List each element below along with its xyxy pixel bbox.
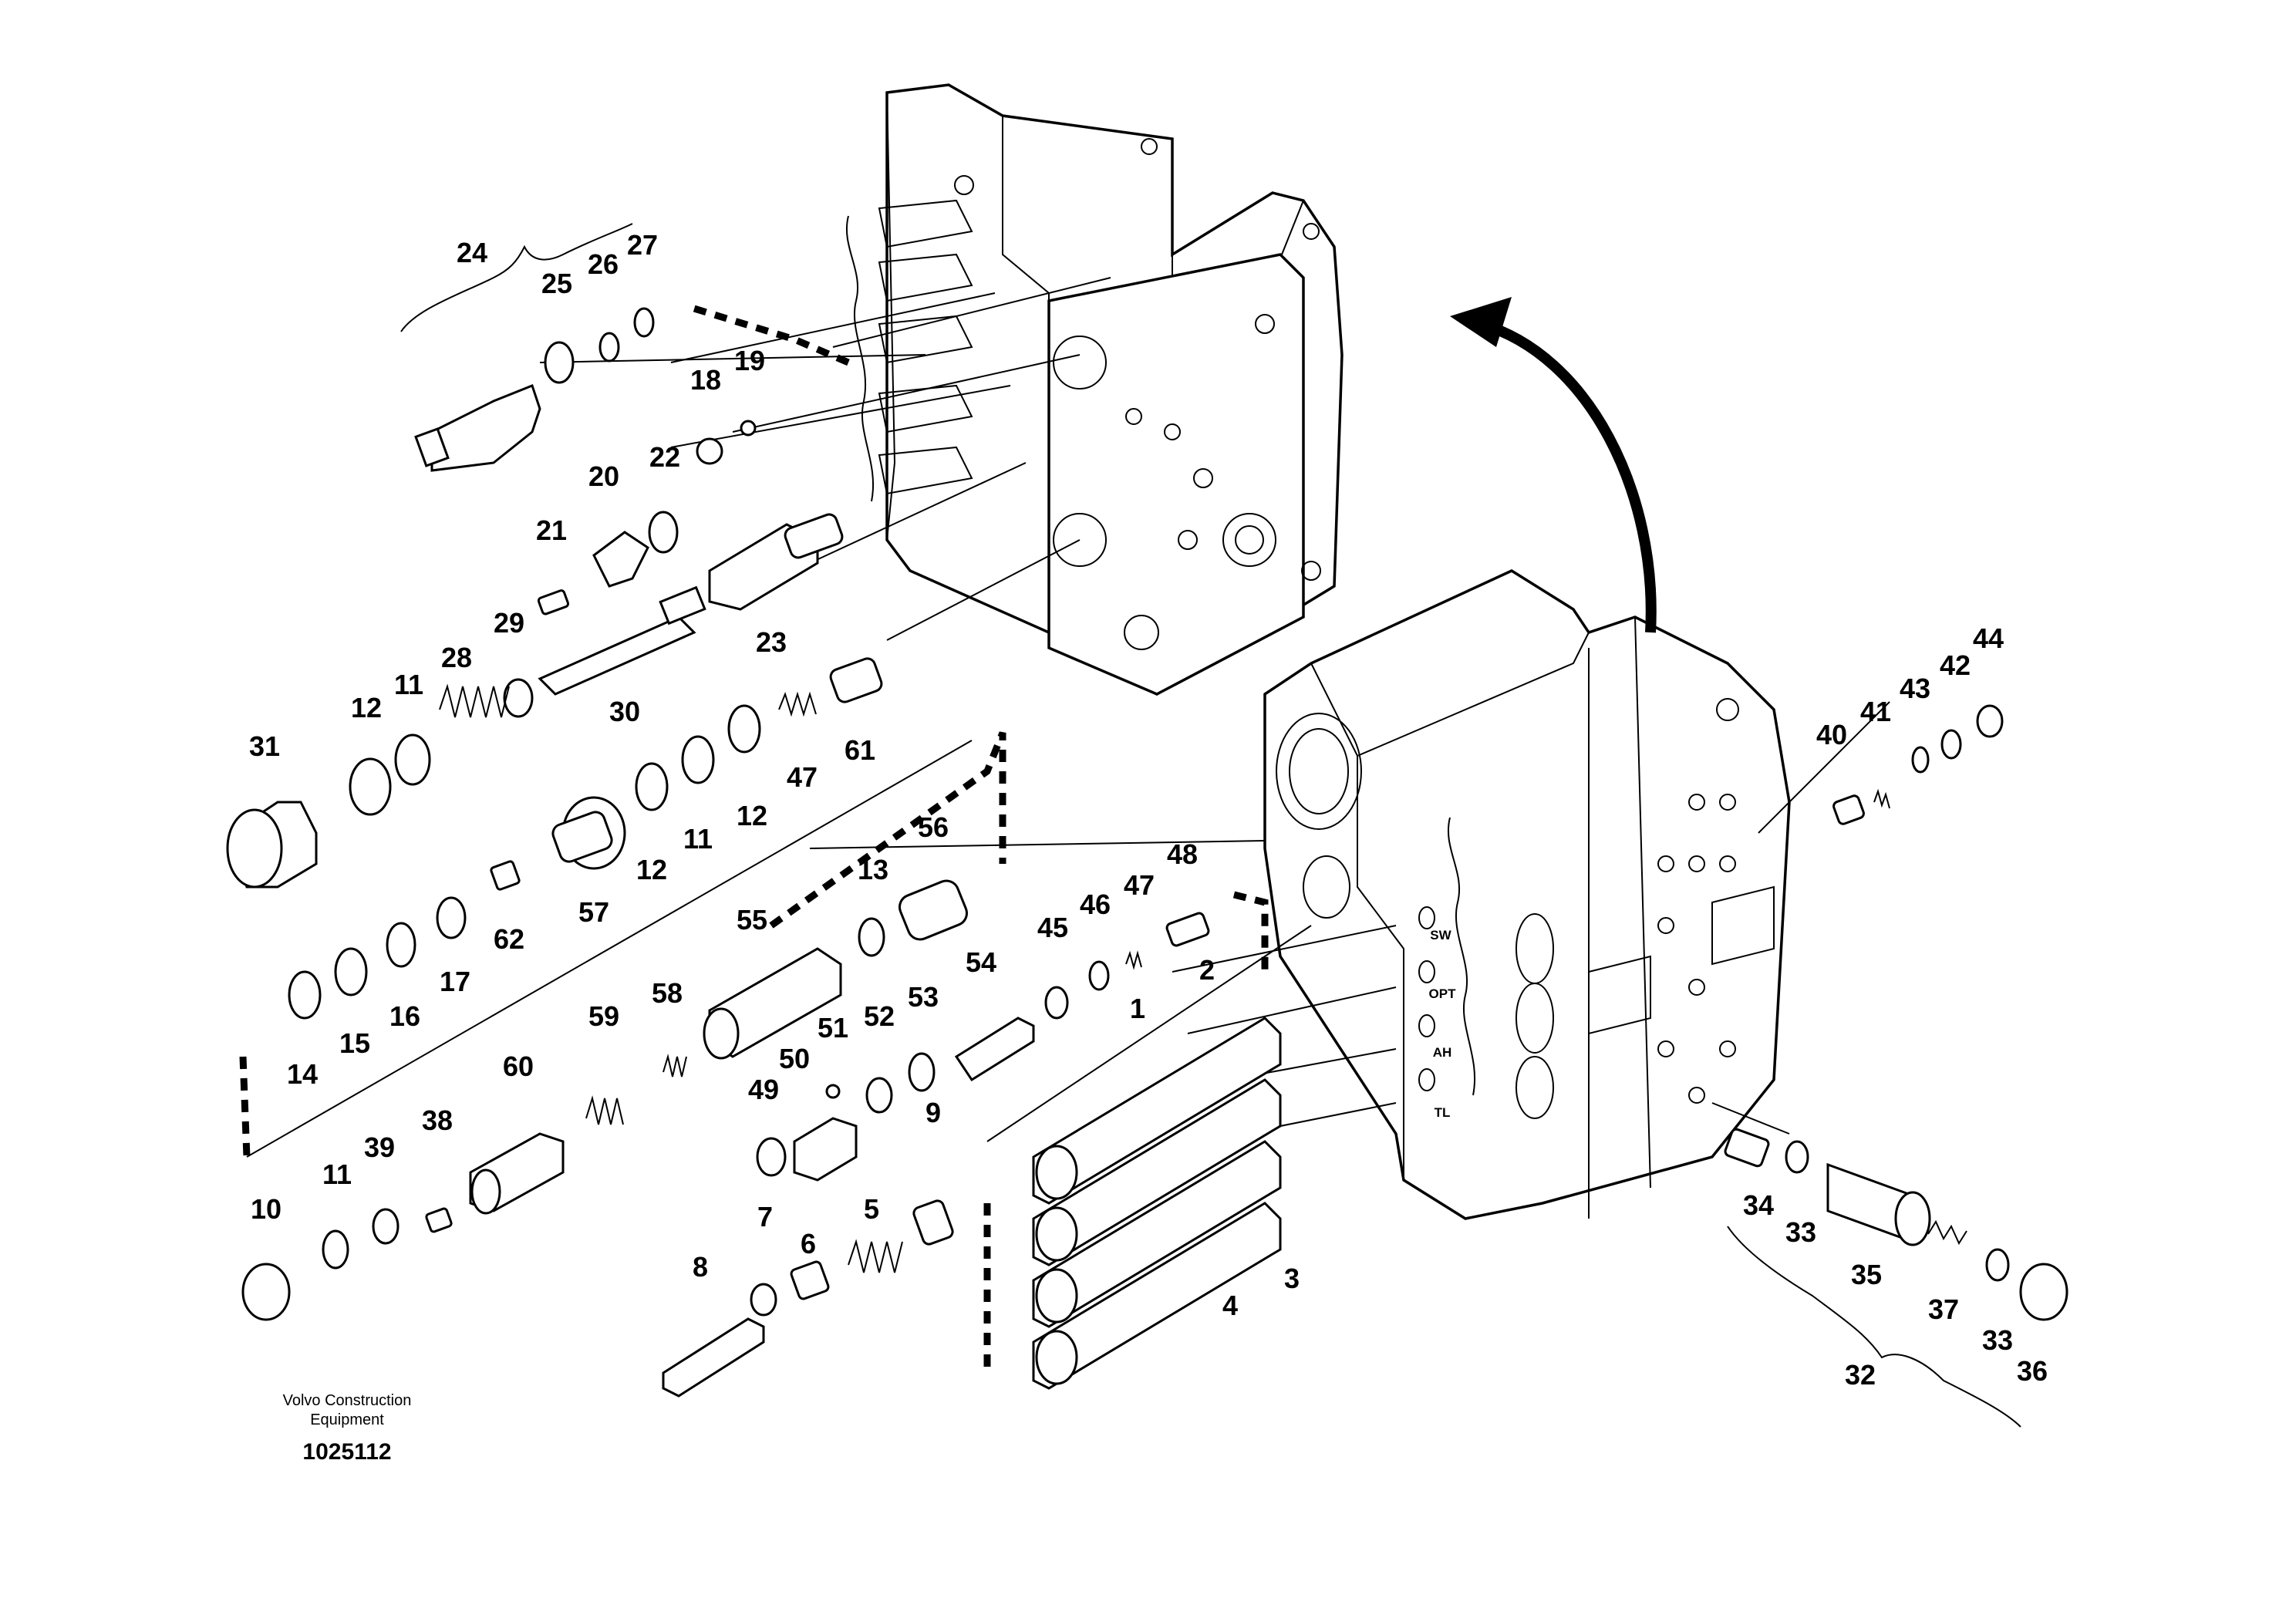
callout-24: 24 bbox=[457, 237, 487, 268]
callout-47: 47 bbox=[1124, 869, 1155, 901]
callout-29: 29 bbox=[494, 607, 524, 639]
parts bbox=[226, 307, 2068, 1398]
callout-14: 14 bbox=[287, 1058, 318, 1090]
callout-40: 40 bbox=[1816, 719, 1847, 750]
callout-27: 27 bbox=[627, 229, 658, 261]
callout-50: 50 bbox=[779, 1043, 810, 1074]
callout-58: 58 bbox=[652, 977, 683, 1009]
caption-line-2: Equipment bbox=[310, 1411, 384, 1428]
callout-56: 56 bbox=[918, 811, 949, 843]
callouts: 1 2 3 4 5 6 7 8 9 10 11 11 11 12 12 12 1… bbox=[249, 229, 2048, 1391]
callout-12: 12 bbox=[351, 692, 382, 723]
group-braces bbox=[400, 223, 2021, 1428]
callout-23: 23 bbox=[756, 626, 787, 658]
callout-5: 5 bbox=[864, 1193, 879, 1225]
assembly-arrow bbox=[1450, 297, 1657, 633]
callout-16: 16 bbox=[389, 1000, 420, 1032]
callout-60: 60 bbox=[503, 1050, 534, 1082]
callout-33: 33 bbox=[1982, 1324, 2013, 1356]
callout-13: 13 bbox=[858, 854, 888, 885]
callout-7: 7 bbox=[757, 1201, 773, 1233]
callout-45: 45 bbox=[1037, 912, 1068, 943]
port-label-tl: TL bbox=[1435, 1105, 1451, 1120]
callout-10: 10 bbox=[251, 1193, 282, 1225]
callout-38: 38 bbox=[422, 1104, 453, 1136]
callout-8: 8 bbox=[693, 1251, 708, 1283]
callout-47: 47 bbox=[787, 761, 818, 793]
upper-valve-block bbox=[845, 83, 1344, 696]
lower-valve-block: SW OPT AH TL bbox=[1263, 569, 1791, 1220]
callout-20: 20 bbox=[588, 460, 619, 492]
port-label-ah: AH bbox=[1433, 1045, 1452, 1060]
callout-4: 4 bbox=[1222, 1290, 1238, 1321]
callout-17: 17 bbox=[440, 966, 470, 997]
callout-39: 39 bbox=[364, 1131, 395, 1163]
port-label-sw: SW bbox=[1430, 928, 1451, 943]
spool-group bbox=[1032, 1017, 1282, 1390]
callout-62: 62 bbox=[494, 923, 524, 955]
callout-32: 32 bbox=[1845, 1359, 1876, 1391]
callout-21: 21 bbox=[536, 514, 567, 546]
callout-15: 15 bbox=[339, 1027, 370, 1059]
dashed-connectors bbox=[239, 305, 1269, 1373]
callout-37: 37 bbox=[1928, 1293, 1959, 1325]
callout-57: 57 bbox=[578, 896, 609, 928]
callout-48: 48 bbox=[1167, 838, 1198, 870]
callout-34: 34 bbox=[1743, 1189, 1774, 1221]
callout-43: 43 bbox=[1900, 673, 1930, 704]
callout-11: 11 bbox=[683, 823, 713, 855]
callout-12: 12 bbox=[737, 800, 767, 831]
callout-11: 11 bbox=[394, 669, 423, 700]
callout-55: 55 bbox=[737, 904, 767, 936]
callout-22: 22 bbox=[649, 441, 680, 473]
callout-36: 36 bbox=[2017, 1355, 2048, 1387]
callout-31: 31 bbox=[249, 730, 280, 762]
callout-11: 11 bbox=[322, 1158, 352, 1190]
caption-line-1: Volvo Construction bbox=[283, 1392, 412, 1409]
callout-54: 54 bbox=[966, 946, 996, 978]
port-label-opt: OPT bbox=[1429, 986, 1457, 1001]
callout-30: 30 bbox=[609, 696, 640, 727]
callout-42: 42 bbox=[1940, 649, 1971, 681]
callout-41: 41 bbox=[1860, 696, 1891, 727]
callout-59: 59 bbox=[588, 1000, 619, 1032]
callout-49: 49 bbox=[748, 1074, 779, 1105]
callout-6: 6 bbox=[801, 1228, 816, 1259]
callout-9: 9 bbox=[925, 1097, 941, 1128]
callout-3: 3 bbox=[1284, 1263, 1300, 1294]
callout-33: 33 bbox=[1785, 1216, 1816, 1248]
callout-52: 52 bbox=[864, 1000, 895, 1032]
callout-46: 46 bbox=[1080, 889, 1111, 920]
callout-35: 35 bbox=[1851, 1259, 1882, 1290]
callout-44: 44 bbox=[1973, 622, 2004, 654]
drawing-number: 1025112 bbox=[302, 1439, 391, 1465]
callout-51: 51 bbox=[818, 1012, 848, 1044]
callout-26: 26 bbox=[588, 248, 619, 280]
callout-12: 12 bbox=[636, 854, 667, 885]
callout-25: 25 bbox=[541, 268, 572, 299]
callout-2: 2 bbox=[1199, 954, 1215, 986]
callout-53: 53 bbox=[908, 981, 939, 1013]
callout-28: 28 bbox=[441, 642, 472, 673]
callout-1: 1 bbox=[1130, 993, 1145, 1024]
callout-61: 61 bbox=[845, 734, 875, 766]
callout-18: 18 bbox=[690, 364, 721, 396]
caption-block: Volvo Construction Equipment 1025112 bbox=[283, 1392, 412, 1465]
callout-19: 19 bbox=[734, 345, 765, 376]
